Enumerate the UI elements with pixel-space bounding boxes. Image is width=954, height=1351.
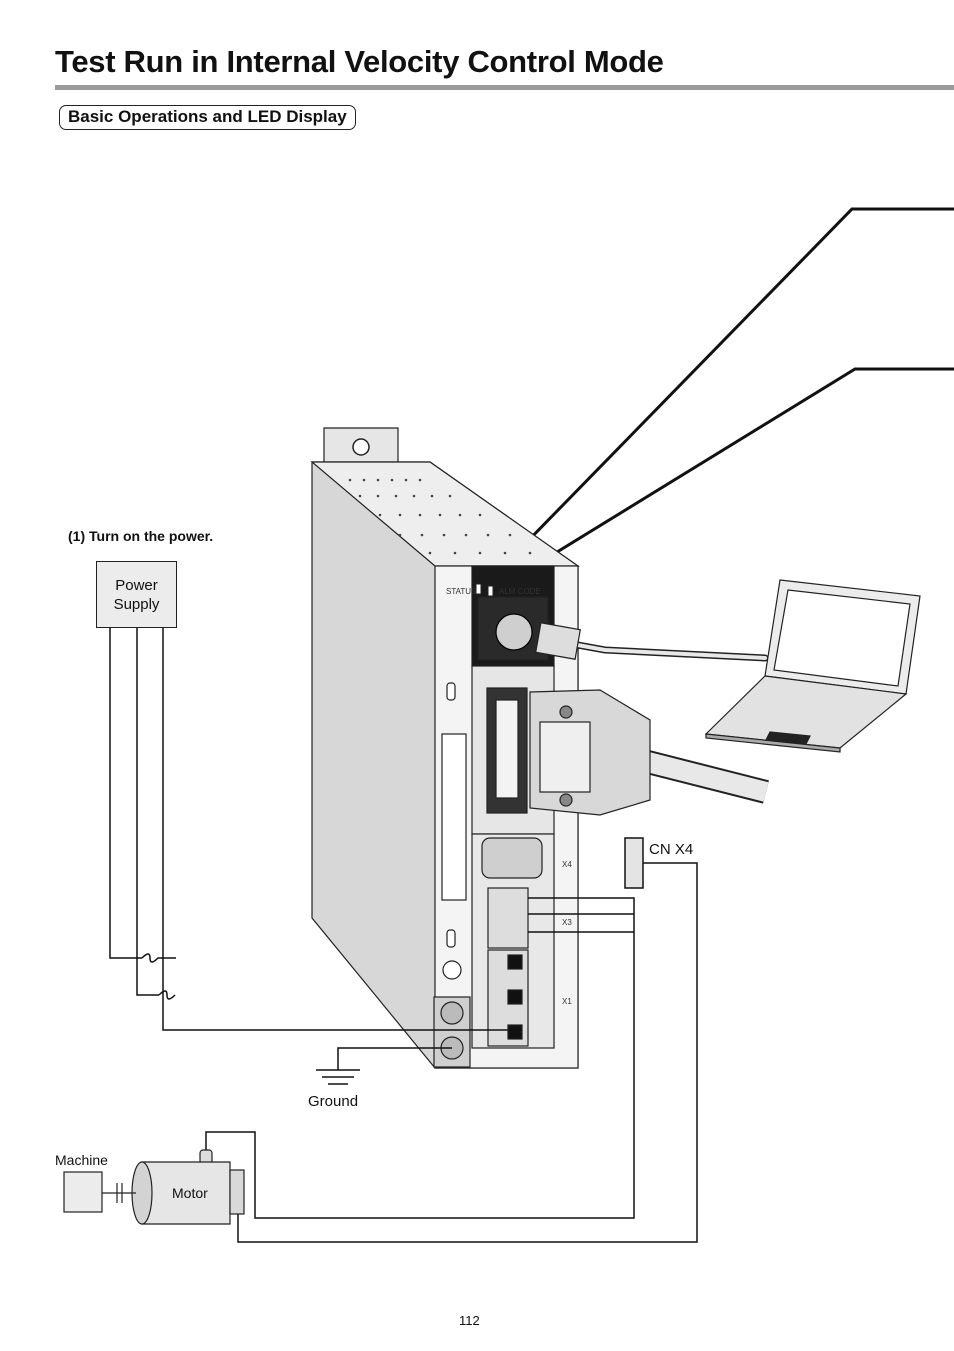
x3-text: X3 xyxy=(562,918,572,927)
section-tag: Basic Operations and LED Display xyxy=(59,105,356,130)
motor-icon xyxy=(131,1149,245,1225)
alm-code-led-icon xyxy=(487,585,494,597)
alm-code-text: ALM CODE xyxy=(499,587,541,596)
heat-vents xyxy=(348,478,532,555)
mounting-tab-icon xyxy=(323,427,399,467)
pc-cable xyxy=(535,622,769,662)
ground-label: Ground xyxy=(308,1093,359,1110)
x1-text: X1 xyxy=(562,997,572,1006)
status-text: STATUS xyxy=(446,587,476,596)
power-wiring xyxy=(109,628,508,1085)
power-supply-label: Power Supply xyxy=(113,577,160,613)
machine-label: Machine xyxy=(55,1152,108,1168)
cn-x4-label: CN X4 xyxy=(649,841,694,858)
motor-label: Motor xyxy=(172,1185,208,1201)
page-number: 112 xyxy=(459,1313,480,1328)
x4-text: X4 xyxy=(562,860,572,869)
io-connector-cable xyxy=(529,689,770,816)
cn-x4-wiring xyxy=(205,837,698,1243)
servo-driver xyxy=(310,461,580,1069)
power-supply-box: Power Supply xyxy=(96,561,177,628)
status-led-icon xyxy=(475,583,482,595)
laptop-icon xyxy=(704,579,921,753)
title-rule xyxy=(55,85,954,90)
machine-icon xyxy=(63,1171,136,1213)
led-leader-lines xyxy=(478,207,954,594)
page-title: Test Run in Internal Velocity Control Mo… xyxy=(55,44,664,79)
step-1-instruction: (1) Turn on the power. xyxy=(68,528,214,544)
